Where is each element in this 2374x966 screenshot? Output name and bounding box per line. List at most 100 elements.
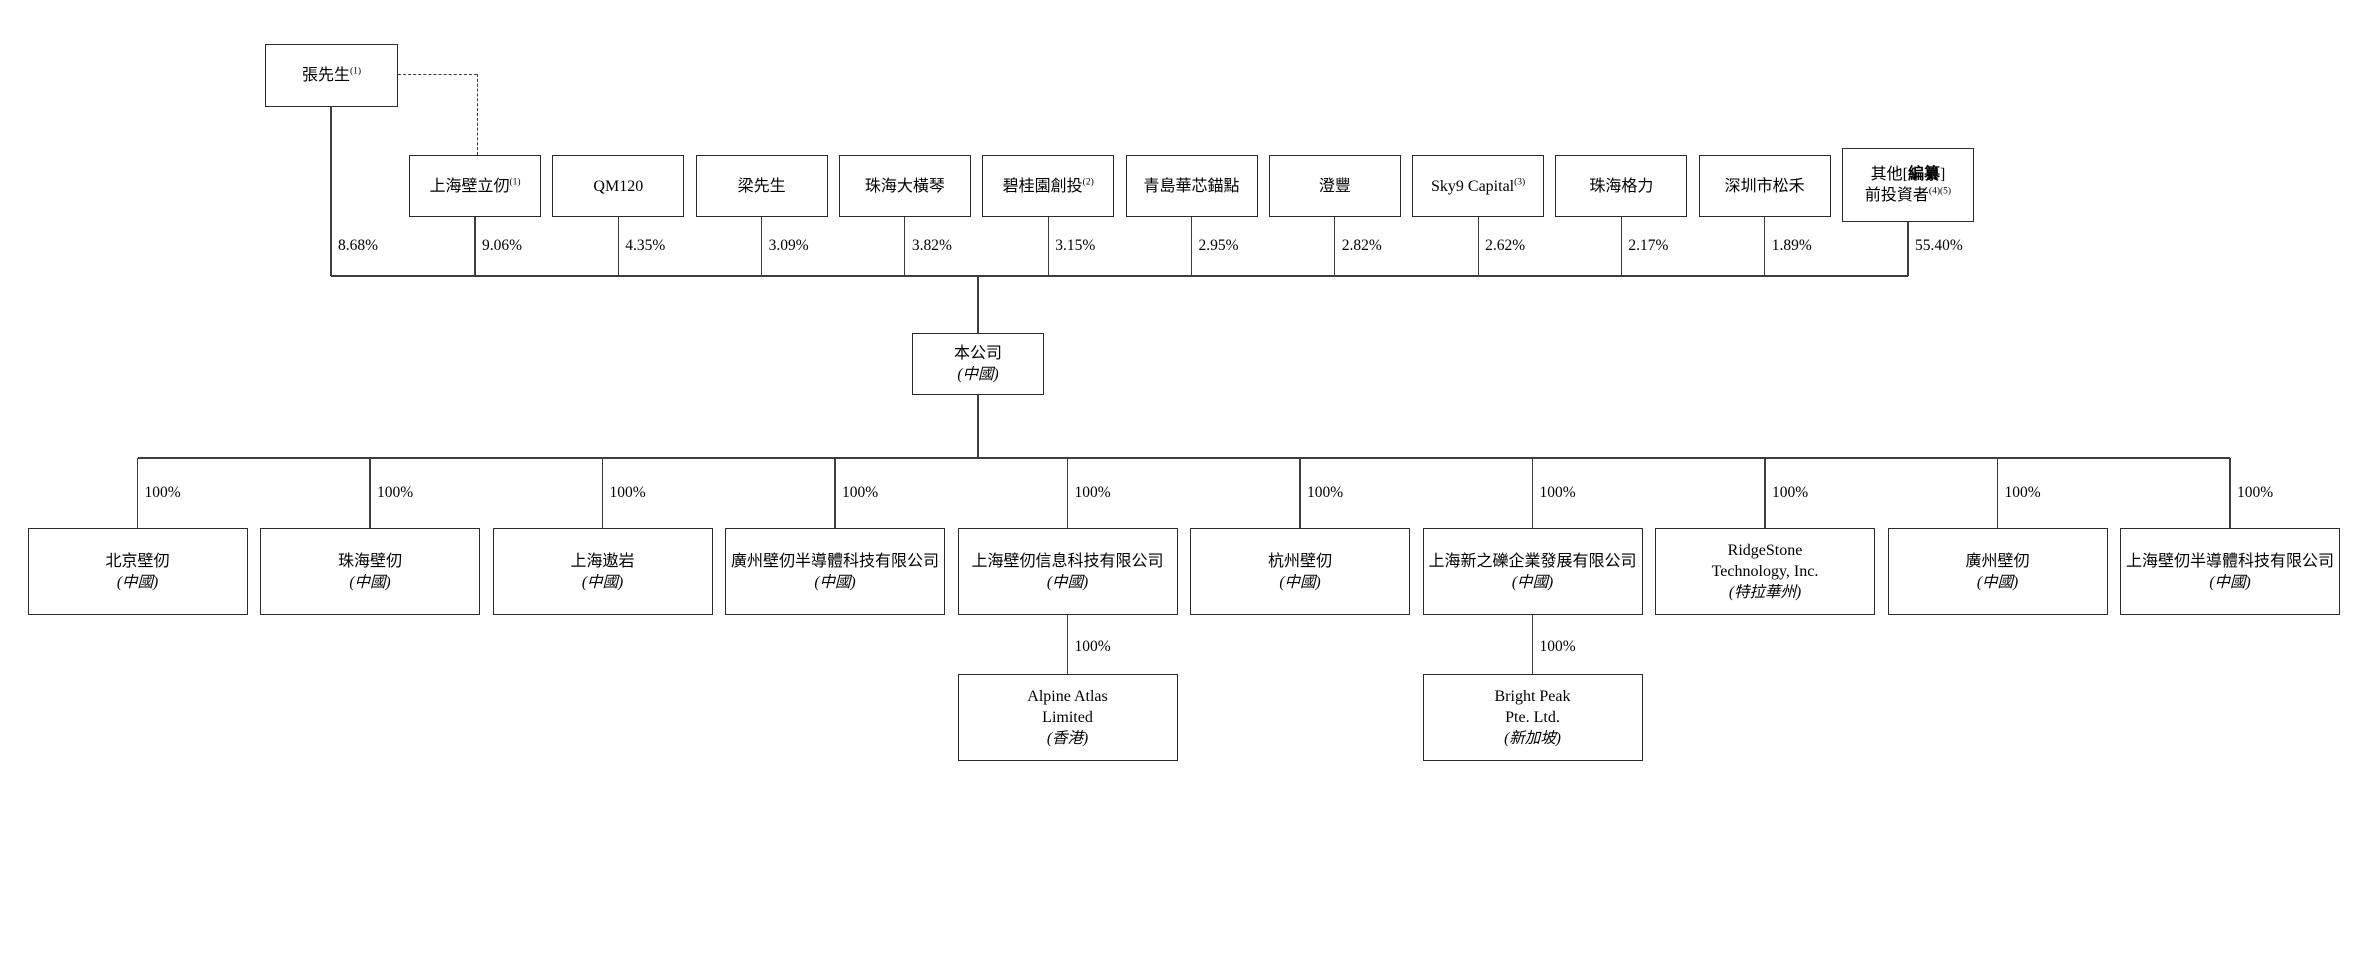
subsidiary-drop-line (1299, 458, 1301, 528)
shareholder-label-line: 梁先生 (738, 176, 786, 197)
grandchild-name-line: Alpine Atlas (1027, 688, 1108, 705)
subsidiary-name-line: 廣州壁仞半導體科技有限公司 (730, 552, 939, 570)
shareholder-label-line: 青島華芯錨點 (1143, 176, 1239, 197)
subsidiary-percentage: 100% (1539, 484, 1576, 501)
shareholder-name: 珠海大橫琴 (864, 177, 945, 195)
shareholder-name: 深圳市松禾 (1724, 177, 1805, 195)
shareholder-bus-line (331, 275, 1908, 277)
subsidiary-box: 杭州壁仞(中國) (1190, 528, 1410, 615)
shareholder-drop-line (1190, 217, 1193, 276)
subsidiary-box: 珠海壁仞 (中國) (260, 528, 480, 615)
shareholder-name: 澄豐 (1318, 177, 1351, 195)
subsidiary-jurisdiction: (中國) (814, 573, 856, 591)
subsidiary-jurisdiction: (中國) (1511, 573, 1554, 591)
shareholder-drop-line (761, 217, 763, 276)
footnote-superscript: (1) (349, 66, 362, 77)
shareholder-percentage: 55.40% (1915, 237, 1963, 254)
shareholder-box: Sky9 Capital(3) (1412, 155, 1545, 217)
subsidiary-drop-line (1531, 458, 1534, 528)
subsidiary-box: 上海遨岩(中國) (492, 528, 713, 615)
shareholder-drop-line (1477, 217, 1479, 276)
shareholder-label-line: 珠海格力 (1589, 176, 1653, 197)
subsidiary-jurisdiction: (中國) (581, 573, 624, 591)
subsidiary-name-line: 上海新之礫企業發展有限公司 (1428, 552, 1637, 570)
subsidiary-name-line: RidgeStone (1727, 542, 1803, 559)
subsidiary-jurisdiction: (中國) (116, 573, 159, 591)
shareholder-name: 珠海格力 (1589, 177, 1654, 195)
shareholder-box: 梁先生 (695, 155, 828, 217)
footnote-superscript: (2) (1082, 177, 1094, 188)
subsidiary-drop-line (136, 458, 139, 528)
shareholder-label-line: 深圳市松禾 (1725, 176, 1805, 197)
shareholder-box: 碧桂園創投(2) (982, 155, 1115, 217)
subsidiary-jurisdiction: (中國) (2209, 573, 2251, 591)
shareholder-box: 珠海格力 (1555, 155, 1688, 217)
shareholder-percentage: 4.35% (625, 237, 666, 254)
shareholder-percentage: 2.17% (1628, 237, 1669, 254)
shareholder-percentage: 9.06% (482, 237, 523, 254)
subsidiary-drop-line (834, 458, 836, 528)
subsidiary-jurisdiction: (特拉華州) (1728, 584, 1802, 601)
company-jurisdiction: (中國) (957, 366, 999, 383)
subsidiary-drop-line (369, 458, 371, 528)
subsidiary-box: 上海壁仞半導體科技有限公司 (中國) (2120, 528, 2340, 615)
founder-box: 張先生(1) (265, 44, 398, 107)
shareholder-label-line: 碧桂園創投(2) (1003, 176, 1094, 197)
subsidiary-percentage: 100% (1307, 484, 1344, 501)
shareholder-box: 上海壁立仞(1) (409, 155, 541, 217)
company-box: 本公司 (中國) (912, 333, 1044, 395)
redaction-placeholder: 編纂 (1908, 166, 1941, 183)
shareholder-label-line: 澄豐 (1319, 176, 1351, 197)
shareholder-drop-line (474, 217, 476, 276)
subsidiary-percentage: 100% (842, 484, 879, 501)
grandchild-jurisdiction: (香港) (1046, 730, 1089, 747)
shareholder-percentage: 2.82% (1341, 237, 1382, 254)
subsidiary-drop-line (601, 458, 604, 528)
subsidiary-name-line: Technology, Inc. (1711, 563, 1819, 580)
subsidiary-name-line: 上海壁仞半導體科技有限公司 (2125, 552, 2334, 570)
subsidiary-name-line: 上海壁仞信息科技有限公司 (971, 552, 1164, 570)
company-bottom-line (977, 395, 979, 458)
grandchild-name-line: Bright Peak (1494, 688, 1571, 705)
subsidiary-bus-line (137, 457, 2230, 459)
subsidiary-percentage: 100% (2004, 484, 2041, 501)
subsidiary-drop-line (1066, 458, 1069, 528)
grandchild-drop-line (1066, 615, 1069, 674)
dashed-connector-horizontal (398, 74, 477, 75)
shareholder-name: Sky9 Capital (1431, 177, 1515, 195)
founder-name: 張先生 (301, 67, 350, 84)
shareholder-label-line: QM120 (593, 176, 643, 197)
shareholder-box: 深圳市松禾 (1698, 155, 1831, 217)
footnote-superscript: (3) (1514, 177, 1526, 188)
founder-percentage: 8.68% (338, 237, 379, 254)
shareholder-name: 梁先生 (737, 177, 786, 195)
grandchild-jurisdiction: (新加坡) (1504, 730, 1561, 747)
grandchild-name-line: Limited (1042, 709, 1093, 726)
shareholder-percentage: 1.89% (1771, 237, 1812, 254)
shareholder-label-line: 前投資者(4)(5) (1865, 185, 1951, 206)
shareholder-label-line: Sky9 Capital(3) (1431, 176, 1525, 197)
shareholder-box: QM120 (552, 155, 685, 217)
subsidiary-jurisdiction: (中國) (349, 573, 391, 591)
subsidiary-name-line: 北京壁仞 (105, 552, 170, 570)
grandchild-name-line: Pte. Ltd. (1505, 709, 1560, 726)
shareholder-name: 前投資者 (1864, 187, 1929, 204)
shareholder-percentage: 3.82% (911, 237, 952, 254)
subsidiary-box: 上海新之礫企業發展有限公司 (中國) (1422, 528, 1643, 615)
subsidiary-percentage: 100% (609, 484, 646, 501)
shareholder-drop-line (1334, 217, 1336, 276)
grandchild-drop-line (1531, 615, 1534, 674)
grandchild-percentage: 100% (1074, 638, 1111, 655)
grandchild-percentage: 100% (1539, 638, 1576, 655)
shareholder-name-suffix: ] (1940, 166, 1946, 183)
company-name: 本公司 (953, 345, 1002, 362)
subsidiary-name-line: 珠海壁仞 (337, 552, 402, 570)
subsidiary-drop-line (1996, 458, 1999, 528)
dashed-connector-vertical (476, 74, 478, 155)
shareholder-percentage: 3.15% (1055, 237, 1096, 254)
shareholder-box: 澄豐 (1268, 155, 1401, 217)
shareholder-name: 上海壁立仞 (429, 177, 510, 195)
shareholder-label-line: 其他[編纂] (1871, 164, 1946, 185)
